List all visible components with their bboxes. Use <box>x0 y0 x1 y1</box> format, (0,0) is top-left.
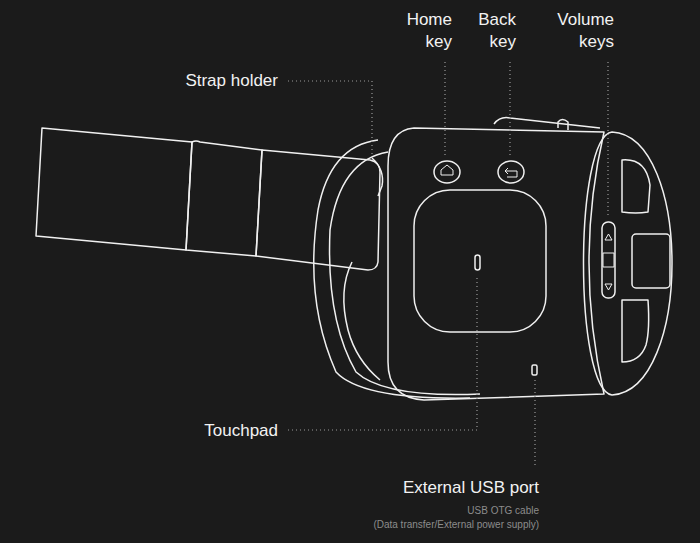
part-label: Home key <box>407 9 452 53</box>
part-label: Back key <box>478 9 516 53</box>
touchpad-outline <box>414 190 546 332</box>
leader-line <box>607 62 608 218</box>
strap-panel <box>36 128 192 250</box>
face-cushion <box>344 262 380 380</box>
volume-keys <box>602 222 615 298</box>
main-body <box>388 128 604 400</box>
volume-rocker <box>603 253 614 267</box>
top-bump <box>558 120 568 131</box>
rear-shell <box>314 140 470 398</box>
home-key <box>434 161 460 183</box>
touchpad-marker <box>475 255 480 270</box>
usb-port <box>532 365 537 375</box>
leader-line <box>444 62 445 158</box>
part-label: (Data transfer/External power supply) <box>373 518 539 531</box>
part-label: USB OTG cable <box>467 504 539 517</box>
face-cushion <box>330 152 480 395</box>
strap-panel <box>186 141 262 256</box>
front-strap-tab <box>632 234 670 288</box>
leader-line <box>288 81 372 155</box>
back-key <box>498 161 524 183</box>
leader-line <box>534 380 535 466</box>
part-label: Strap holder <box>185 70 278 92</box>
strap-holder <box>372 158 383 196</box>
front-cover <box>584 132 673 395</box>
leader-line <box>509 62 510 158</box>
vent <box>622 300 649 362</box>
part-label: Volume keys <box>557 9 614 53</box>
back-icon <box>505 168 517 177</box>
part-label: Touchpad <box>204 420 278 442</box>
part-label: External USB port <box>403 477 539 499</box>
vent <box>622 160 650 213</box>
home-icon <box>441 165 453 175</box>
volume-arrows <box>605 234 612 290</box>
leader-line <box>288 276 477 430</box>
